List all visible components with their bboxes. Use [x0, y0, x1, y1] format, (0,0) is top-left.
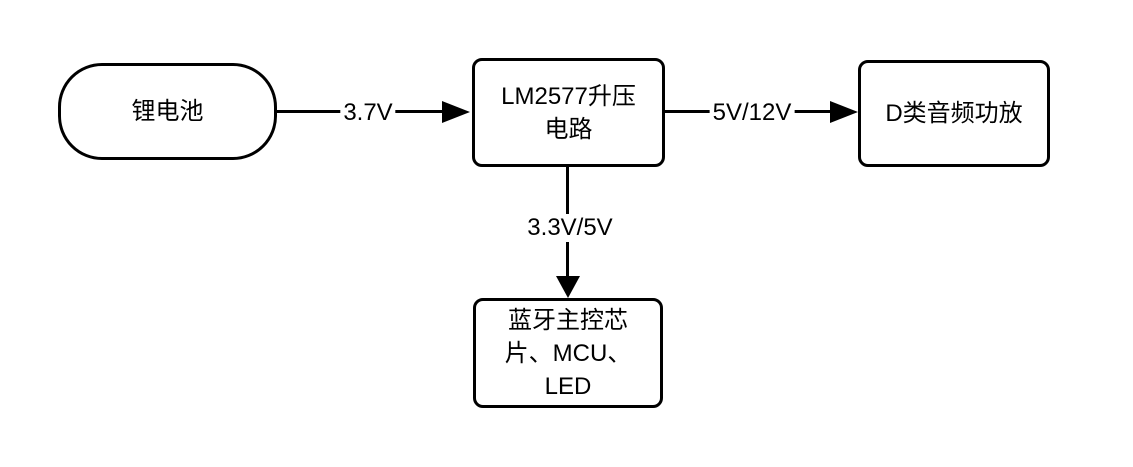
- node-bluetooth-mcu-led-label-line2: 片、MCU、: [504, 339, 632, 367]
- arrowhead-right-icon: [830, 101, 858, 123]
- node-lm2577-boost-circuit: LM2577升压 电路: [472, 58, 665, 167]
- node-lithium-battery: 锂电池: [58, 63, 277, 160]
- node-bluetooth-mcu-led-label-line1: 蓝牙主控芯: [508, 306, 628, 334]
- edge-battery-to-boost-label: 3.7V: [340, 99, 396, 127]
- node-class-d-audio-amplifier-label: D类音频功放: [885, 100, 1023, 127]
- node-bluetooth-mcu-led: 蓝牙主控芯 片、MCU、 LED: [473, 298, 663, 408]
- node-bluetooth-mcu-led-label-line3: LED: [544, 372, 592, 400]
- node-lithium-battery-label: 锂电池: [131, 98, 204, 125]
- arrowhead-right-icon: [442, 101, 470, 123]
- edge-boost-to-amp-label: 5V/12V: [709, 99, 795, 127]
- node-lm2577-boost-circuit-label-line1: LM2577升压: [501, 82, 636, 110]
- node-lm2577-boost-circuit-label-line2: 电路: [544, 115, 593, 143]
- node-class-d-audio-amplifier: D类音频功放: [858, 60, 1050, 167]
- edge-boost-to-bt-label: 3.3V/5V: [524, 214, 616, 242]
- arrowhead-down-icon: [556, 276, 580, 298]
